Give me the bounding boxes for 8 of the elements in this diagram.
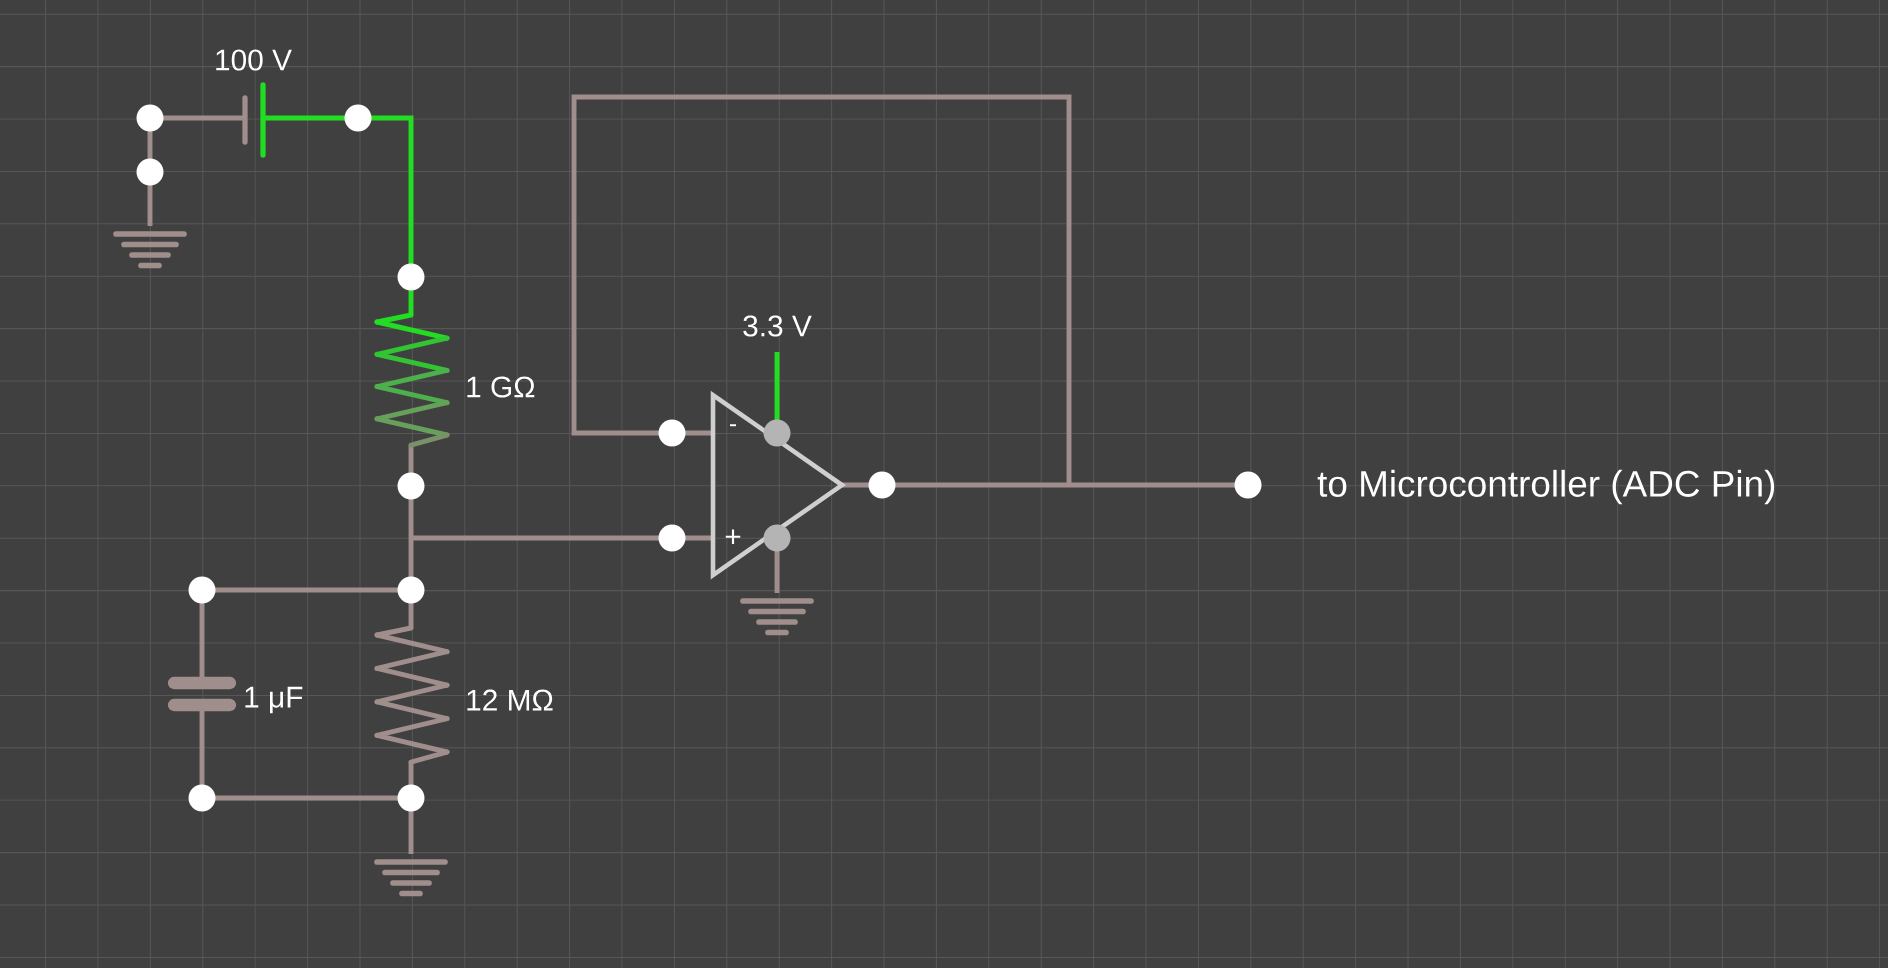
voltage-label: 100 V	[216, 49, 292, 71]
resistance-label: 1 GΩ	[467, 376, 535, 398]
resistance-label: 12 MΩ	[467, 689, 553, 711]
pin-sign: -	[730, 424, 737, 427]
capacitance-label: 1 μF	[245, 686, 303, 714]
output-label: to Microcontroller (ADC Pin)	[1317, 469, 1775, 505]
pin-sign: +	[725, 529, 741, 544]
voltage-label: 3.3 V	[743, 315, 812, 337]
